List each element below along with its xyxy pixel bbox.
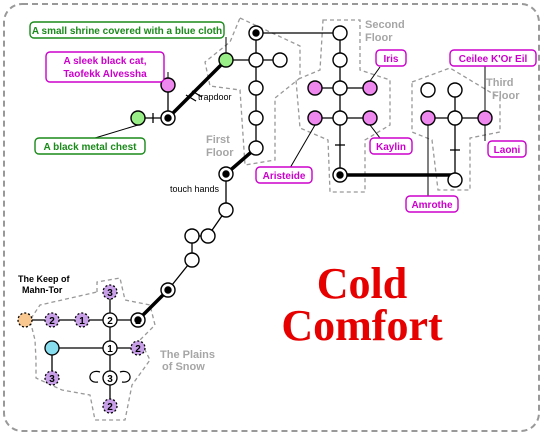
callout-boxes [29,21,537,213]
first-floor-label-2: Floor [206,147,234,159]
node [447,172,463,188]
node [332,80,348,96]
node-pink [477,110,493,126]
shrine-callout: A small shrine covered with a blue cloth [32,26,222,37]
node-pink [307,110,323,126]
map-title-line-1: Cold [317,259,407,308]
node [102,340,118,356]
plains-number: 2 [135,344,141,355]
node-pink [420,110,436,126]
iris-callout-box [375,49,407,67]
plains-number: 3 [107,288,113,299]
third-floor-label-2: Floor [492,90,520,102]
chest-callout: A black metal chest [43,142,137,153]
node [248,52,264,68]
cat-callout-line-2: Taofekk Alvessha [63,69,147,80]
aristeide-callout-box [255,166,313,184]
plains-number: 3 [49,374,55,385]
first-floor-outline [204,17,301,166]
plains-number: 1 [107,344,113,355]
node [336,171,344,179]
node-purple [130,340,146,356]
chest-callout-box [34,137,146,155]
touch-hands-label: touch hands [170,184,220,194]
node [102,312,118,328]
node-green [218,52,234,68]
third-floor-outline [411,67,501,191]
cat-callout-box [45,51,165,83]
node [218,202,234,218]
node [332,52,348,68]
map-nodes [130,25,493,328]
node-pink [362,80,378,96]
node [164,114,172,122]
iris-callout: Iris [383,54,398,65]
node [248,140,264,156]
plains-nodes [17,284,146,414]
third-floor-label-1: Third [486,77,514,89]
ceilee-callout-box [449,49,537,67]
node [332,110,348,126]
node [248,80,264,96]
node [252,29,260,37]
node [134,316,142,324]
node-purple [44,370,60,386]
node [184,252,200,268]
plains-outline [29,277,156,421]
node-purple [102,398,118,414]
node-orange [17,312,33,328]
plains-numbers: 3 2 1 2 3 1 2 2 3 2 [49,288,141,413]
node [102,370,118,386]
node-purple [102,284,118,300]
node-pink [362,110,378,126]
map-title-line-2: Comfort [281,301,443,350]
plains-number: 1 [79,316,85,327]
plains-number: 3 [107,374,113,385]
node-purple [44,312,60,328]
plains-label-1: The Plains [160,349,215,361]
node-green [130,110,146,126]
node [164,286,172,294]
keep-label-1: The Keep of [18,274,71,284]
node [272,52,288,68]
node [184,228,200,244]
kaylin-callout: Kaylin [376,142,406,153]
node-cyan [44,340,60,356]
plains-number: 2 [107,316,113,327]
plains-number: 2 [49,316,55,327]
amrothe-callout: Amrothe [411,200,453,211]
shrine-callout-box [29,21,225,39]
node [447,82,463,98]
node [447,110,463,126]
door-ticks [152,90,460,151]
node-pink [307,80,323,96]
second-floor-outline [295,19,391,193]
node [332,25,348,41]
laoni-callout-box [487,140,527,158]
trapdoor-label: trapdoor [198,92,232,102]
loop-arrows [89,370,131,383]
node [222,170,230,178]
second-floor-label-1: Second [365,19,405,31]
laoni-callout: Laoni [494,145,521,156]
keep-label-2: Mahn-Tor [22,285,63,295]
first-floor-label-1: First [206,134,230,146]
node [200,228,216,244]
callout-connectors [94,37,486,196]
plains-label-2: of Snow [162,361,205,373]
second-floor-label-2: Floor [365,32,393,44]
ceilee-callout: Ceilee K'Or Eil [459,54,528,65]
plains-number: 2 [107,402,113,413]
aristeide-callout: Aristeide [263,171,306,182]
kaylin-callout-box [369,137,413,155]
amrothe-callout-box [405,195,459,213]
area-outlines [29,17,501,421]
plains-number: 2 [135,316,141,327]
node [420,82,436,98]
node [248,110,264,126]
cat-callout-line-1: A sleek black cat, [63,56,146,67]
node-purple [74,312,90,328]
